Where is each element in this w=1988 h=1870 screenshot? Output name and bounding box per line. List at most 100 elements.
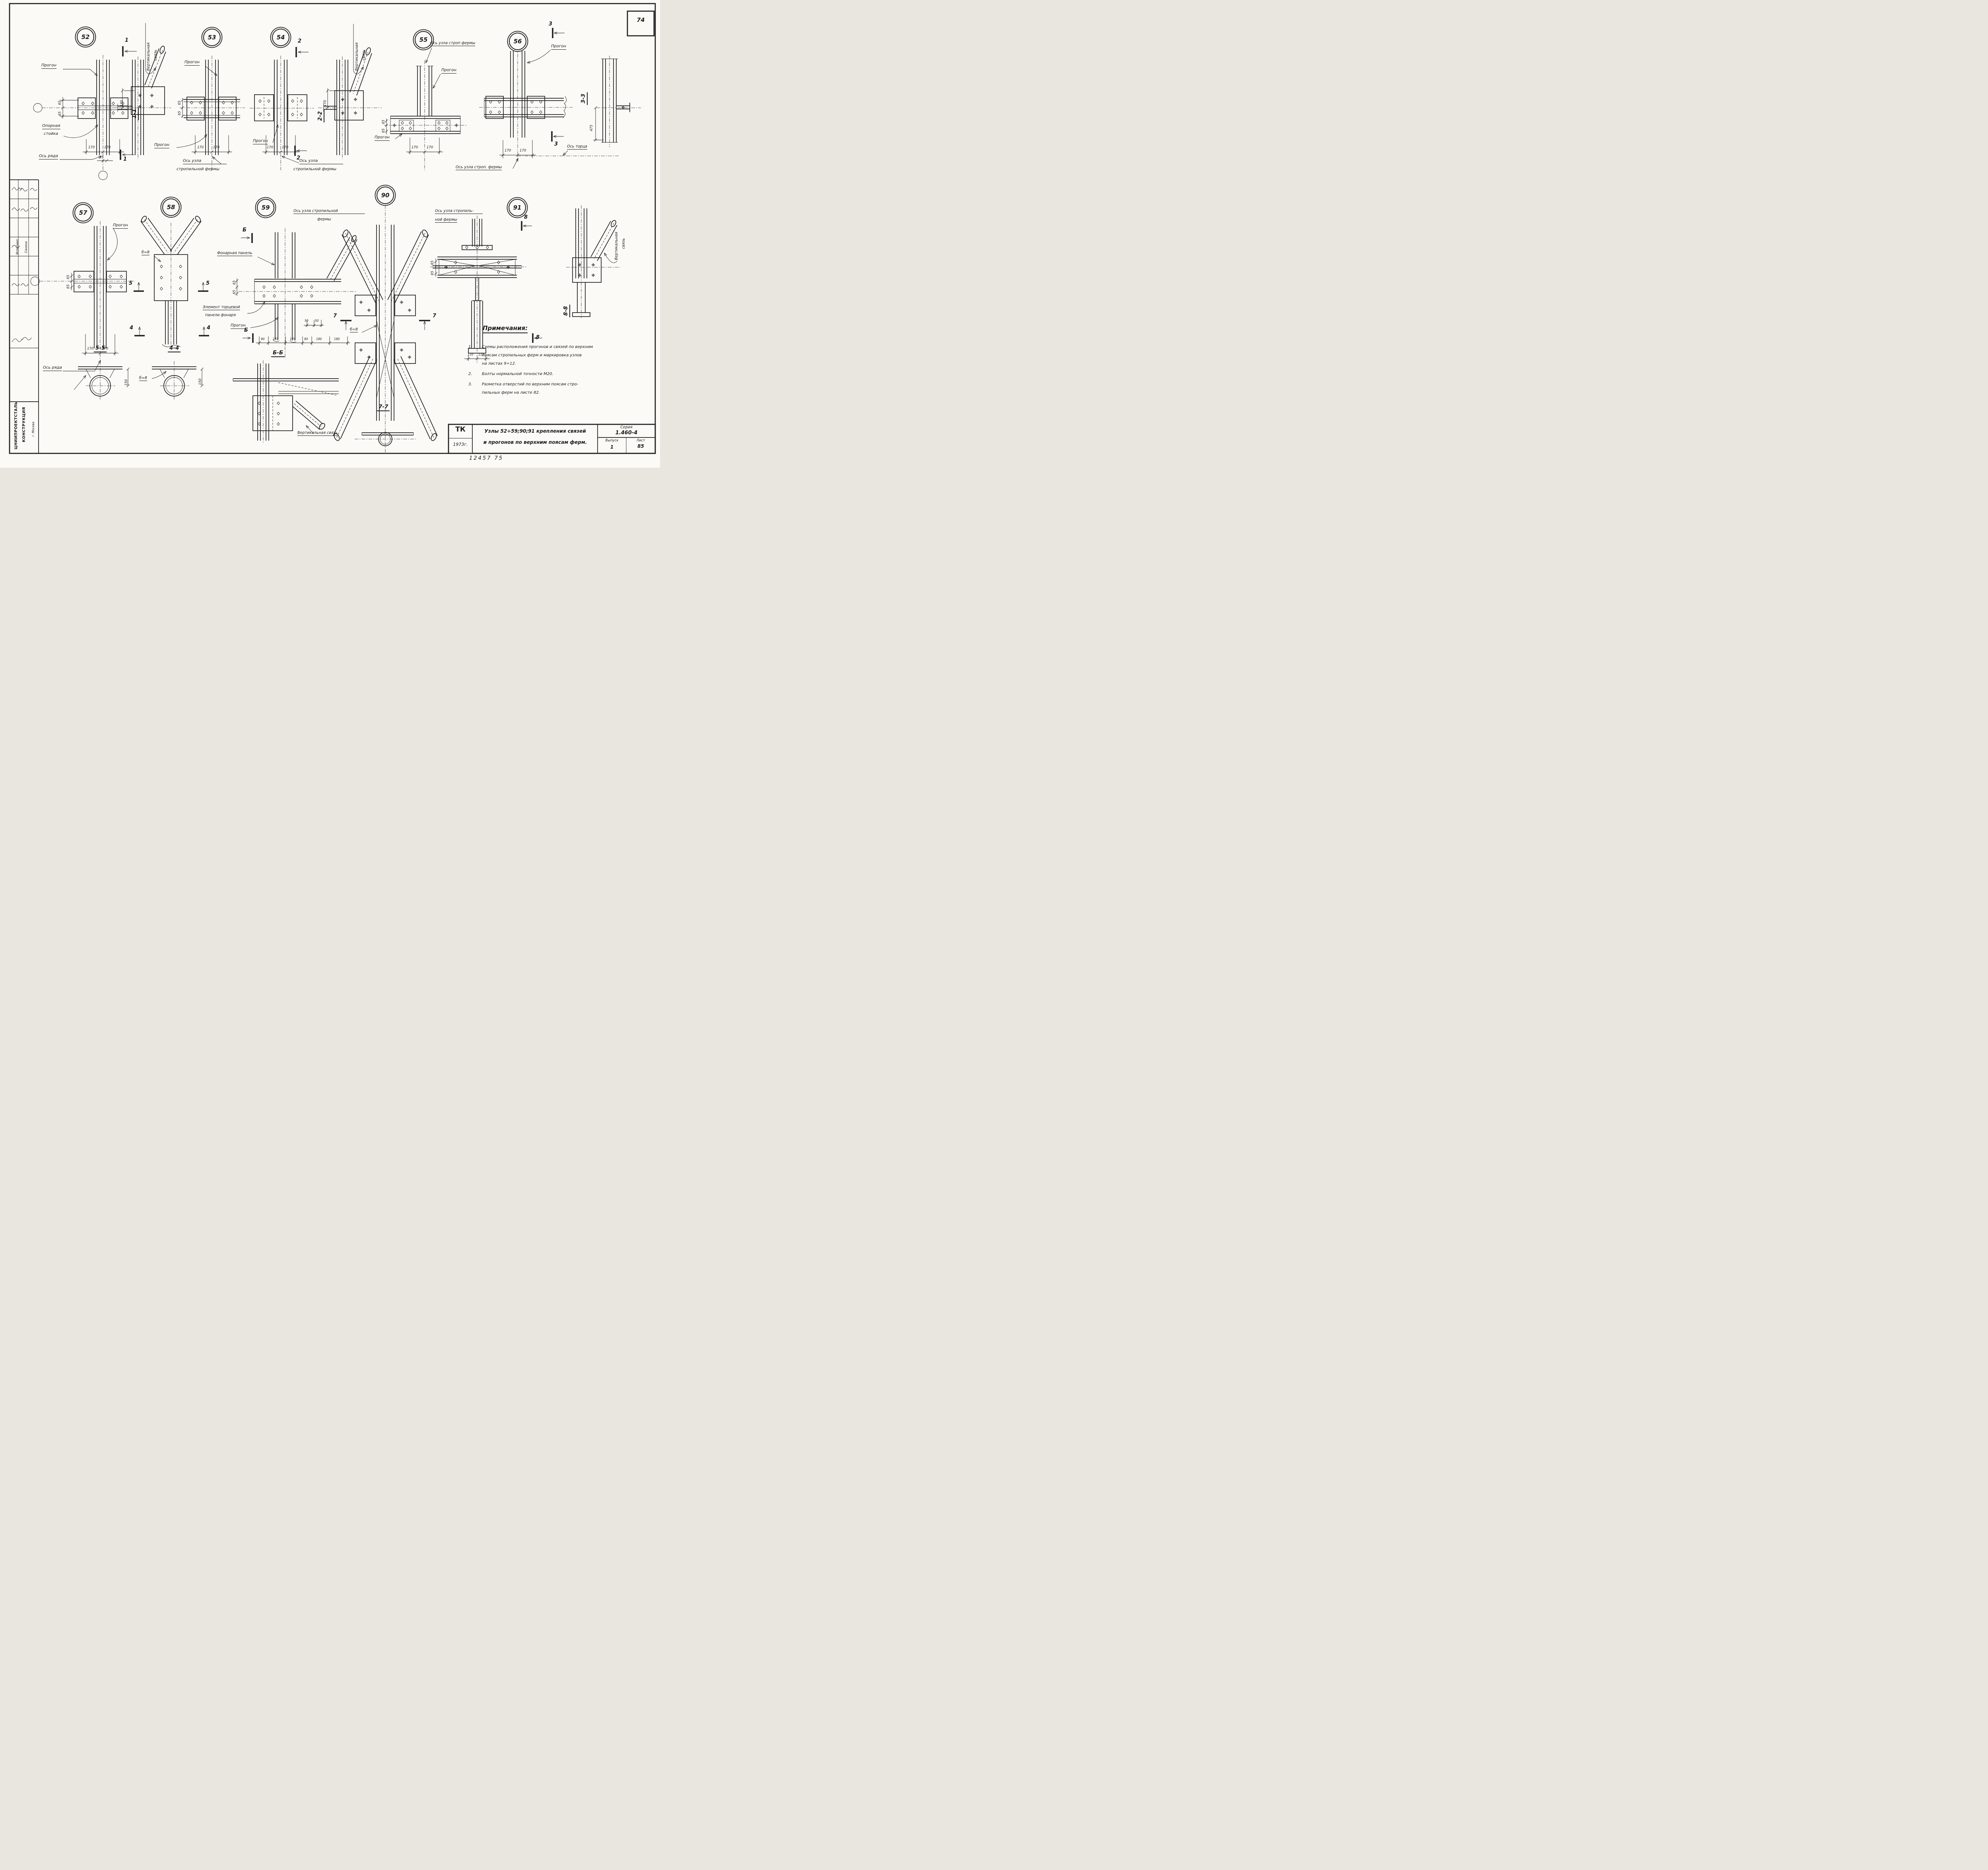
node57-purlin-label: Прогон [113,223,128,229]
node57-dim-65b: 65 [66,284,70,289]
note3-number: 3. [468,382,472,387]
node59-dim-65b: 65 [233,290,237,294]
drawing-sheet: 52 53 54 55 56 57 58 59 90 91 74 12457 7… [0,0,660,468]
section33-title: 3-3 [580,92,588,105]
node56-axis-label: Ось узла строп. фермы [456,165,502,170]
stamp-executor-label: Исполнил [16,239,19,255]
node54-purlin-label: Прогон [253,139,268,144]
node90-thickness-label: б=8 [350,327,358,332]
node58-sec5-left: 5 [129,280,133,286]
node54-linework [250,47,314,170]
node56-badge: 56 [509,33,526,50]
section22-linework [318,24,382,159]
node52-support-label-1: Опорная [42,124,60,129]
section11-dim-170: 170 [120,100,124,107]
node54-axis-label-1: Ось узла [299,159,343,164]
node57-linework [30,221,135,371]
titleblock-issue-value: 1 [610,444,614,450]
node56-section-mark-top: 3 [549,21,553,27]
section11-brace-label-1: Вертикальная [146,42,151,71]
node53-dim-65a: 65 [178,101,182,105]
section11-linework [114,23,171,159]
node58-badge: 58 [162,198,180,216]
node53-linework [176,56,245,170]
node52-purlin-label: Прогон [41,63,56,69]
section33-linework [563,56,641,156]
node58-sec5-right: 5 [206,280,210,286]
node54-dim-170a: 170 [267,146,274,150]
node55-dim-65b: 65 [382,128,386,133]
node58-sec4-right: 4 [207,325,211,331]
note1-line2: поясам стропильных ферм и маркировка узл… [482,353,582,358]
node59-lantern-panel-label: Фонарная панель [217,251,252,256]
node56-dim-170b: 170 [520,149,526,153]
node59-dim-90b: 90 [304,337,308,341]
section77-title: 7-7 [377,404,390,412]
node91-section-mark-bottom: 8 [536,334,540,340]
node59-purlin-label: Прогон [231,323,246,329]
section88-title: 8-8 [563,304,571,317]
node52-dim-170a: 170 [88,146,95,150]
node91-dim-110a: 110 [468,353,474,356]
section44-linework [151,361,204,400]
node59-end-panel-label-1: Элемент торцевой [203,305,240,310]
node59-section-mark-bottom: Б [244,327,248,333]
section44-dim-150: 150 [198,378,202,385]
node55-badge: 55 [415,31,432,49]
node59-dim-65a: 65 [233,280,237,285]
titleblock-year: 1973г. [453,442,468,447]
node91-dim-110b: 110 [478,353,484,356]
node90-axis-label-2: ной фермы [435,218,457,223]
node90-badge: 90 [377,187,394,204]
node91-dim-65b: 65 [431,271,435,275]
node59-dim-180b: 180 [334,337,340,341]
node55-linework [384,47,468,170]
note2-number: 2. [468,372,472,376]
section33-dim-475: 475 [590,124,594,131]
node52-badge: 52 [77,28,94,46]
sheet-linework [9,3,656,454]
node52-section-mark-bottom: 1 [123,156,127,162]
node59-end-panel-label-2: панели фонаря [205,313,236,317]
sectionBB-brace-label: Вертикальная связь [297,431,338,436]
node56-linework [479,28,619,169]
section55-dim-150: 150 [124,379,128,386]
node91-linework [430,205,620,363]
node55-purlin-top-label: Прогон [441,68,456,74]
node90-sec7-left: 7 [333,313,337,319]
node54-badge: 54 [272,29,289,46]
node54-section-mark-top: 2 [298,38,302,44]
node90-sec7-right: 7 [433,313,437,319]
stamp-city: г. Москва [31,422,35,437]
note2-line1: Болты нормальной точности М20. [482,372,553,376]
node91-badge: 91 [509,199,526,216]
node55-dim-170a: 170 [412,146,418,150]
node57-dim-170b: 170 [102,347,109,351]
node59-dim-90a: 90 [261,337,265,341]
node52-section-mark-top: 1 [125,37,129,43]
node91-dim-65a: 65 [431,260,435,265]
note3-line1: Разметка отверстий по верхним поясам стр… [482,382,579,387]
node53-purlin-top-label: Прогон [184,60,200,66]
node52-dim-35: 35 [99,156,104,159]
node55-purlin-bottom-label: Прогон [375,135,390,141]
node54-section-mark-bottom: 2 [297,155,301,161]
titleblock-sheet-label: Лист [636,439,645,443]
node59-section-mark-top: Б [243,227,247,233]
section55-title: 5-5 [94,345,107,353]
node53-dim-65b: 65 [178,111,182,115]
titleblock-title-line2: и прогонов по верхним поясам ферм. [483,439,587,445]
node57-badge: 57 [74,204,92,222]
note3-line2: пильных ферм на листе 82. [482,391,540,395]
node55-dim-170b: 170 [427,146,433,150]
titleblock-series-label: Серия [620,425,633,430]
stamp-org-line2: КОНСТРУКЦИЯ [22,407,26,442]
node52-dim-65a: 65 [58,101,62,105]
stamp-org-line1: ЦНИИПРОЕКТСТАЛЬ [14,402,18,449]
node59-axis-label-2: фермы [317,217,331,222]
node52-dim-170b: 170 [104,146,111,150]
section22-brace-label-1: Вертикальная [355,42,359,71]
node91-brace-label-1: Вертикальная [614,231,619,260]
note1-line1: Схемы расположения прогонов и связей по … [482,345,593,349]
node54-dim-170b: 170 [282,146,289,150]
